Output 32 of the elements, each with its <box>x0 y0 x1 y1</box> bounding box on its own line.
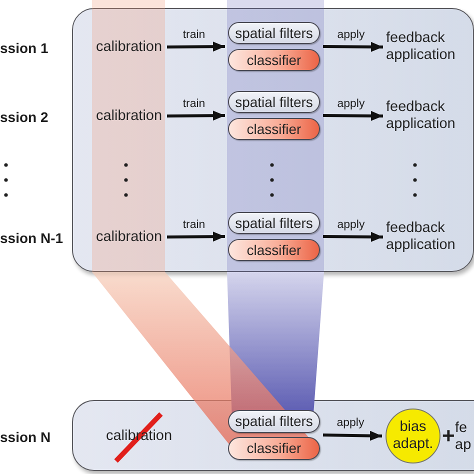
session-label: ssion 2 <box>0 108 48 127</box>
step-label: calibration <box>94 37 164 57</box>
component-pill: spatial filters <box>228 212 320 234</box>
component-pill: classifier <box>228 437 320 460</box>
edge-label: apply <box>337 218 365 230</box>
adaptation-circle: bias adapt. <box>385 408 441 464</box>
component-pill: classifier <box>228 118 320 140</box>
edge-label: train <box>182 218 206 230</box>
edge-label: apply <box>337 98 365 110</box>
arrow <box>166 232 226 242</box>
session-panel <box>72 400 474 471</box>
edge-label: apply <box>336 417 364 429</box>
plus-sign: + <box>442 424 455 448</box>
component-pill: classifier <box>228 239 320 261</box>
arrow <box>166 42 226 52</box>
session-label: ssion N-1 <box>0 229 64 248</box>
step-label: calibration <box>94 106 164 126</box>
arrow <box>166 110 226 121</box>
edge-label: apply <box>337 28 365 40</box>
step-label: feedback application <box>386 98 470 134</box>
component-pill: spatial filters <box>228 410 320 433</box>
edge-label: train <box>182 98 206 110</box>
session-label: ssion 1 <box>0 39 48 58</box>
component-pill: spatial filters <box>228 22 320 44</box>
component-pill: classifier <box>228 49 320 71</box>
step-label: calibration <box>94 227 164 247</box>
edge-label: train <box>182 28 206 40</box>
step-label: feedback application <box>386 219 470 255</box>
step-label: feedback application <box>386 29 470 65</box>
session-label: ssion N <box>0 428 51 447</box>
component-pill: spatial filters <box>228 91 320 113</box>
step-label: fe ap <box>455 420 472 454</box>
